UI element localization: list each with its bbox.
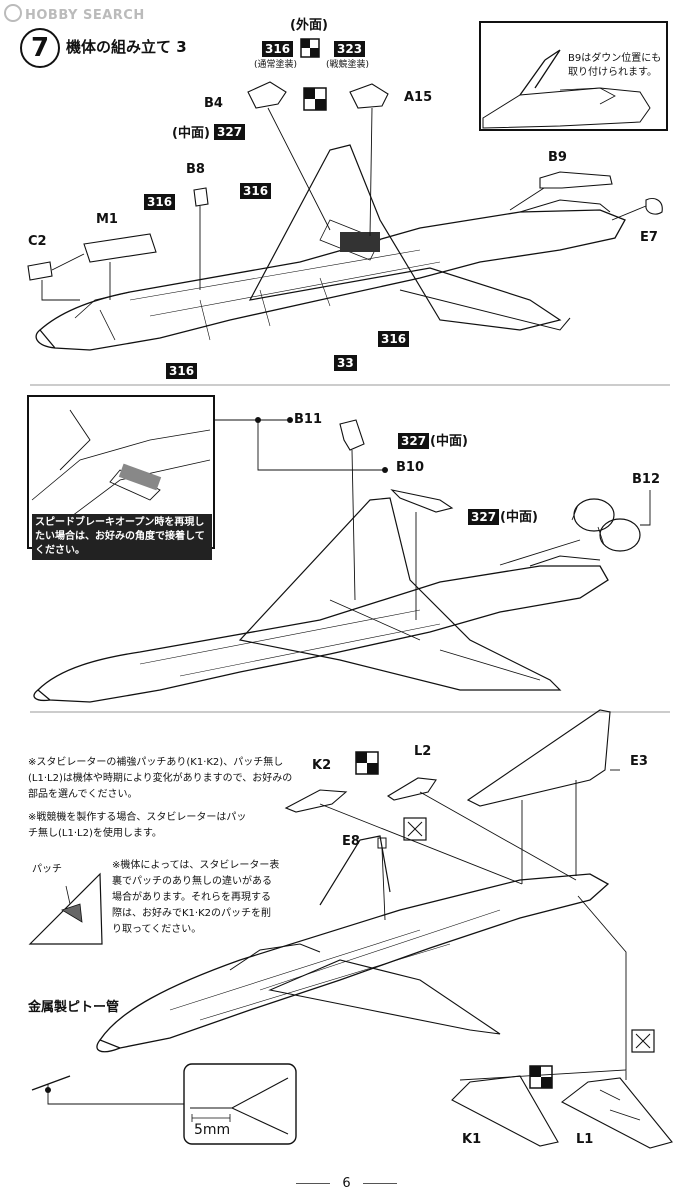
page-number: 6: [0, 1176, 693, 1191]
paint-code-316-b8: 316: [144, 191, 176, 210]
paint-code-327-b11: 327: [398, 430, 430, 449]
wing-top: [248, 144, 562, 331]
part-l2-label: L2: [414, 744, 432, 759]
paint-code-33: 33: [334, 352, 357, 371]
paint-code-323-top: 323: [334, 38, 366, 57]
part-l1-shape: [560, 1077, 673, 1149]
middle-face-label-b10: (中面): [500, 510, 538, 525]
wing-middle: [238, 497, 562, 691]
stabilator-note-3: ※機体によっては、スタビレーター表裏でパッチのあり無しの違いがある場合があります…: [112, 860, 280, 935]
part-m1-shape: [83, 233, 157, 263]
part-a15-shape: [349, 83, 389, 109]
outer-face-label: (外面): [290, 18, 328, 33]
part-e8-label: E8: [342, 834, 360, 849]
part-k2-shape: [284, 789, 348, 813]
cut-icon-box-2: [631, 1029, 655, 1053]
part-k2-label: K2: [312, 758, 332, 773]
checker-icons: [300, 38, 553, 1089]
stabilator-note-2: ※戦競機を製作する場合、スタビレーターはパッチ無し(L1·L2)を使用します。: [28, 812, 247, 839]
paint-code-316-underside: 316: [378, 328, 410, 347]
part-k1-shape: [451, 1075, 559, 1147]
part-e3-label: E3: [630, 754, 648, 769]
part-a15-label: A15: [404, 90, 433, 105]
stabilator-note-1: ※スタビレーターの補強パッチあり(K1·K2)、パッチ無し(L1·L2)は機体や…: [28, 757, 293, 800]
part-b9-label: B9: [548, 150, 567, 165]
step-number: 7: [20, 28, 60, 68]
part-e8-shape: [377, 837, 387, 849]
fuselage-top: [39, 209, 626, 351]
part-b4-label: B4: [204, 96, 223, 111]
part-c2-shape: [27, 261, 53, 281]
watermark: HOBBY SEARCH: [4, 4, 145, 23]
part-b8-shape: [193, 187, 209, 207]
part-b4-shape: [247, 81, 287, 109]
hobby-search-logo-icon: [4, 4, 22, 22]
part-b12-shape: [573, 498, 615, 532]
middle-face-label-top: (中面): [172, 126, 210, 141]
normal-paint-note: (通常塗装): [254, 60, 298, 70]
fuselage-middle: [37, 565, 609, 703]
middle-face-label-b11: (中面): [430, 434, 468, 449]
paint-code-316-gear: 316: [166, 360, 198, 379]
part-k1-label: K1: [462, 1132, 482, 1147]
competition-paint-note: (戦競塗装): [326, 60, 370, 70]
part-b11-label: B11: [294, 412, 322, 427]
part-m1-label: M1: [96, 212, 118, 227]
metal-pitot-label: 金属製ピトー管: [28, 1000, 120, 1015]
part-b8-label: B8: [186, 162, 205, 177]
part-c2-label: C2: [28, 234, 47, 249]
speedbrake-inset-note: スピードブレーキオープン時を再現したい場合は、お好みの角度で接着してください。: [32, 514, 212, 560]
inset-b9-note: B9はダウン位置にも取り付けられます。: [568, 53, 662, 78]
part-l1-label: L1: [576, 1132, 594, 1147]
pitot-length-label: 5mm: [194, 1122, 231, 1138]
paint-code-327-b10: 327: [468, 506, 500, 525]
part-b10-shape: [390, 489, 454, 513]
patch-label: パッチ: [32, 864, 62, 875]
paint-code-316-top: 316: [262, 38, 294, 57]
paint-code-316-wing: 316: [240, 180, 272, 199]
part-b12-label: B12: [632, 472, 660, 487]
part-e7-label: E7: [640, 230, 658, 245]
part-e7-shape: [645, 197, 663, 215]
part-e3-shape: [466, 709, 611, 807]
part-b10-label: B10: [396, 460, 424, 475]
part-l2-shape: [386, 777, 437, 801]
part-b9-shape: [539, 171, 613, 189]
paint-code-327-top: 327: [214, 121, 246, 140]
part-b11-shape: [339, 419, 365, 451]
step-title: 機体の組み立て 3: [66, 38, 187, 56]
cut-icon-box-1: [403, 817, 427, 841]
inset-b9-frame: [479, 21, 668, 131]
